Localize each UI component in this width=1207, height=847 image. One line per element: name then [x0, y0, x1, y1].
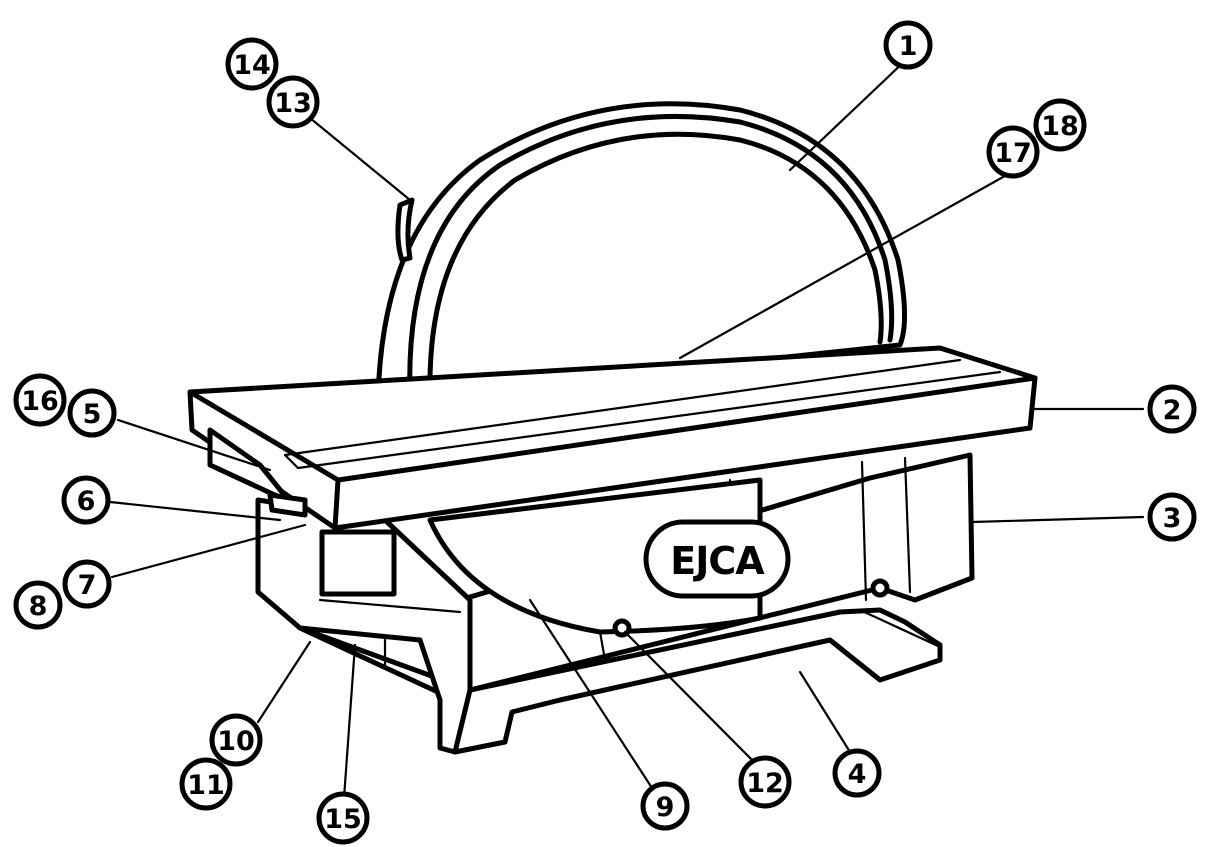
svg-text:9: 9 [656, 792, 675, 823]
tilt-block [319, 529, 397, 597]
svg-text:15: 15 [324, 804, 362, 835]
svg-text:8: 8 [29, 591, 48, 622]
svg-text:18: 18 [1041, 111, 1079, 142]
brand-plate: EJCA [643, 519, 791, 599]
callout-6: 6 [61, 475, 111, 525]
callout-10: 10 [209, 713, 263, 767]
svg-text:2: 2 [1163, 395, 1182, 426]
callout-16: 16 [13, 373, 67, 427]
svg-text:14: 14 [233, 50, 271, 81]
sanding-table [187, 345, 1038, 531]
svg-text:17: 17 [994, 138, 1032, 169]
callout-2: 2 [1147, 384, 1197, 434]
svg-text:12: 12 [746, 768, 784, 799]
svg-text:5: 5 [83, 399, 102, 430]
svg-text:13: 13 [274, 88, 312, 119]
disc-sander-drawing: EJCA [187, 101, 1038, 755]
callout-9: 9 [640, 781, 690, 831]
callout-15: 15 [316, 791, 370, 845]
svg-text:16: 16 [21, 386, 59, 417]
callout-3: 3 [1147, 492, 1197, 542]
callout-13: 13 [266, 75, 320, 129]
callout-1: 1 [883, 20, 933, 70]
callout-17: 17 [986, 125, 1040, 179]
svg-text:7: 7 [78, 570, 97, 601]
left-housing [255, 497, 473, 755]
brand-label: EJCA [670, 539, 765, 583]
callout-18: 18 [1033, 98, 1087, 152]
callout-5: 5 [67, 388, 117, 438]
lock-knob [267, 492, 308, 518]
leader-lines [108, 56, 1145, 800]
callout-4: 4 [832, 748, 882, 798]
callout-14: 14 [225, 37, 279, 91]
svg-text:6: 6 [77, 486, 96, 517]
callouts: 1 2 3 4 5 6 7 8 [13, 20, 1197, 845]
callout-12: 12 [738, 755, 792, 809]
screw-right [870, 578, 890, 598]
svg-text:1: 1 [899, 31, 918, 62]
svg-text:11: 11 [187, 770, 225, 801]
disc-guard [375, 101, 907, 403]
callout-7: 7 [62, 559, 112, 609]
svg-text:10: 10 [217, 726, 255, 757]
svg-text:4: 4 [848, 759, 867, 790]
callout-11: 11 [179, 757, 233, 811]
callout-8: 8 [13, 580, 63, 630]
svg-text:3: 3 [1163, 503, 1182, 534]
